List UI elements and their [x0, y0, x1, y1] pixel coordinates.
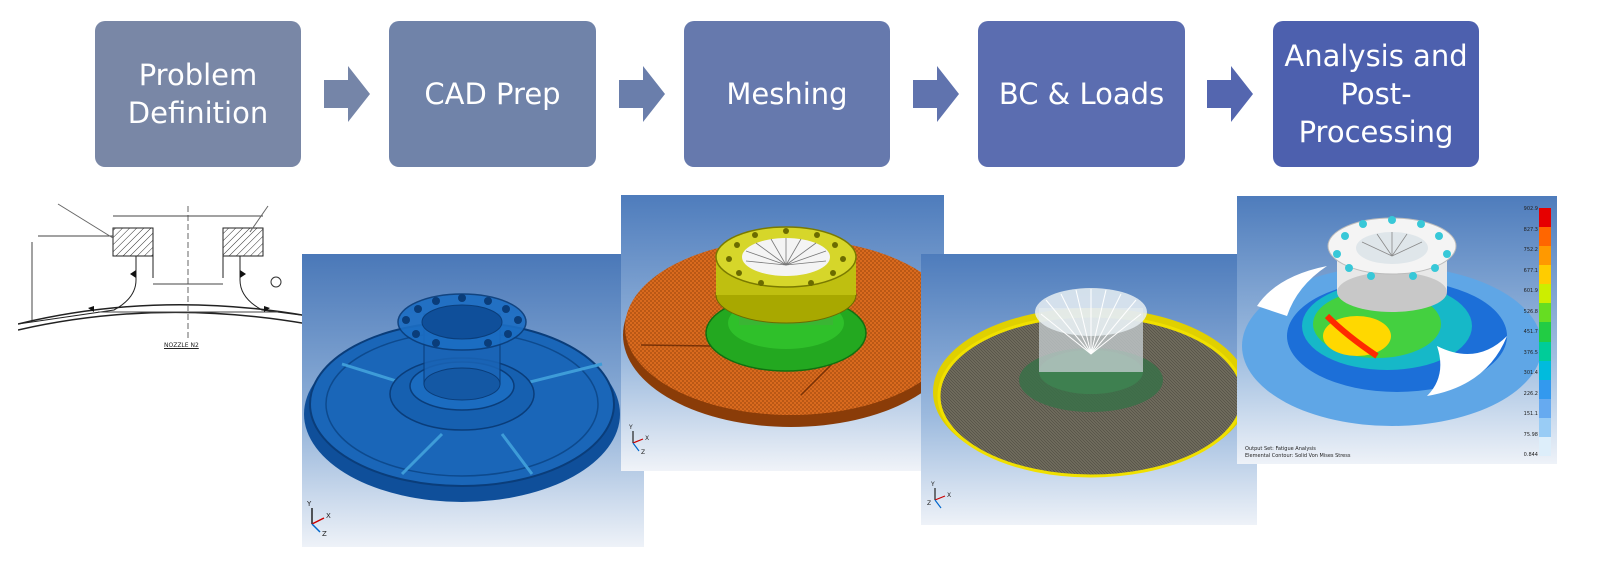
axis-z-label: Z: [641, 449, 646, 456]
axis-y-label: Y: [307, 500, 312, 508]
legend-swatch: [1539, 322, 1551, 342]
arrow-right-icon: [619, 66, 665, 122]
contour-label: Elemental Contour: Solid Von Mises Stres…: [1245, 453, 1351, 459]
legend-value: 451.7: [1523, 329, 1538, 335]
step-analysis-post-processing: Analysis and Post- Processing: [1273, 21, 1479, 167]
legend-swatch: [1539, 360, 1551, 380]
output-set-label: Output Set: Fatigue Analysis: [1245, 446, 1316, 452]
step-cad-prep: CAD Prep: [389, 21, 596, 167]
engineering-drawing: NOZZLE N2: [18, 198, 308, 358]
legend-swatch: [1539, 398, 1551, 418]
legend-swatch: [1539, 303, 1551, 323]
legend-value: 301.4: [1523, 370, 1538, 376]
legend-value: 902.9: [1523, 206, 1538, 212]
axis-z-label: Z: [322, 530, 327, 538]
arrow-right-icon: [324, 66, 370, 122]
legend-swatch: [1539, 284, 1551, 304]
legend-value: 752.2: [1523, 247, 1538, 253]
legend-value: 677.1: [1523, 267, 1538, 274]
legend-swatch: [1539, 341, 1551, 361]
legend-value: 827.3: [1523, 226, 1538, 233]
mesh-model-render: Y X Z: [621, 195, 944, 471]
stress-legend: [1539, 208, 1551, 457]
legend-swatch: [1539, 265, 1551, 285]
legend-value: 0.844: [1523, 452, 1538, 458]
axis-x-label: X: [326, 512, 331, 520]
legend-value: 526.8: [1523, 308, 1538, 315]
legend-value: 376.5: [1523, 349, 1538, 356]
legend-value: 75.98: [1523, 431, 1538, 438]
axis-y-label: Y: [629, 424, 633, 431]
axis-x-label: X: [645, 435, 650, 442]
legend-value: 151.1: [1523, 411, 1538, 417]
legend-swatch: [1539, 227, 1551, 247]
boundary-conditions-render: Y X Z: [921, 254, 1257, 525]
legend-swatch: [1539, 417, 1551, 437]
cad-model-render: Y X Z: [302, 254, 644, 547]
legend-swatch: [1539, 436, 1551, 457]
legend-values: 902.9 827.3 752.2 677.1 601.9 526.8 451.…: [1514, 206, 1538, 458]
axis-z-label: Z: [927, 500, 932, 507]
arrow-right-icon: [1207, 66, 1253, 122]
axis-y-label: Y: [931, 481, 935, 488]
axis-x-label: X: [947, 492, 952, 499]
drawing-caption: NOZZLE N2: [164, 342, 199, 349]
legend-value: 601.9: [1523, 288, 1538, 294]
legend-swatch: [1539, 246, 1551, 266]
step-problem-definition: Problem Definition: [95, 21, 301, 167]
step-meshing: Meshing: [684, 21, 890, 167]
stress-results-render: 902.9 827.3 752.2 677.1 601.9 526.8 451.…: [1237, 196, 1557, 464]
arrow-right-icon: [913, 66, 959, 122]
step-bc-loads: BC & Loads: [978, 21, 1185, 167]
legend-value: 226.2: [1523, 390, 1538, 397]
legend-swatch: [1539, 208, 1551, 228]
legend-swatch: [1539, 379, 1551, 399]
